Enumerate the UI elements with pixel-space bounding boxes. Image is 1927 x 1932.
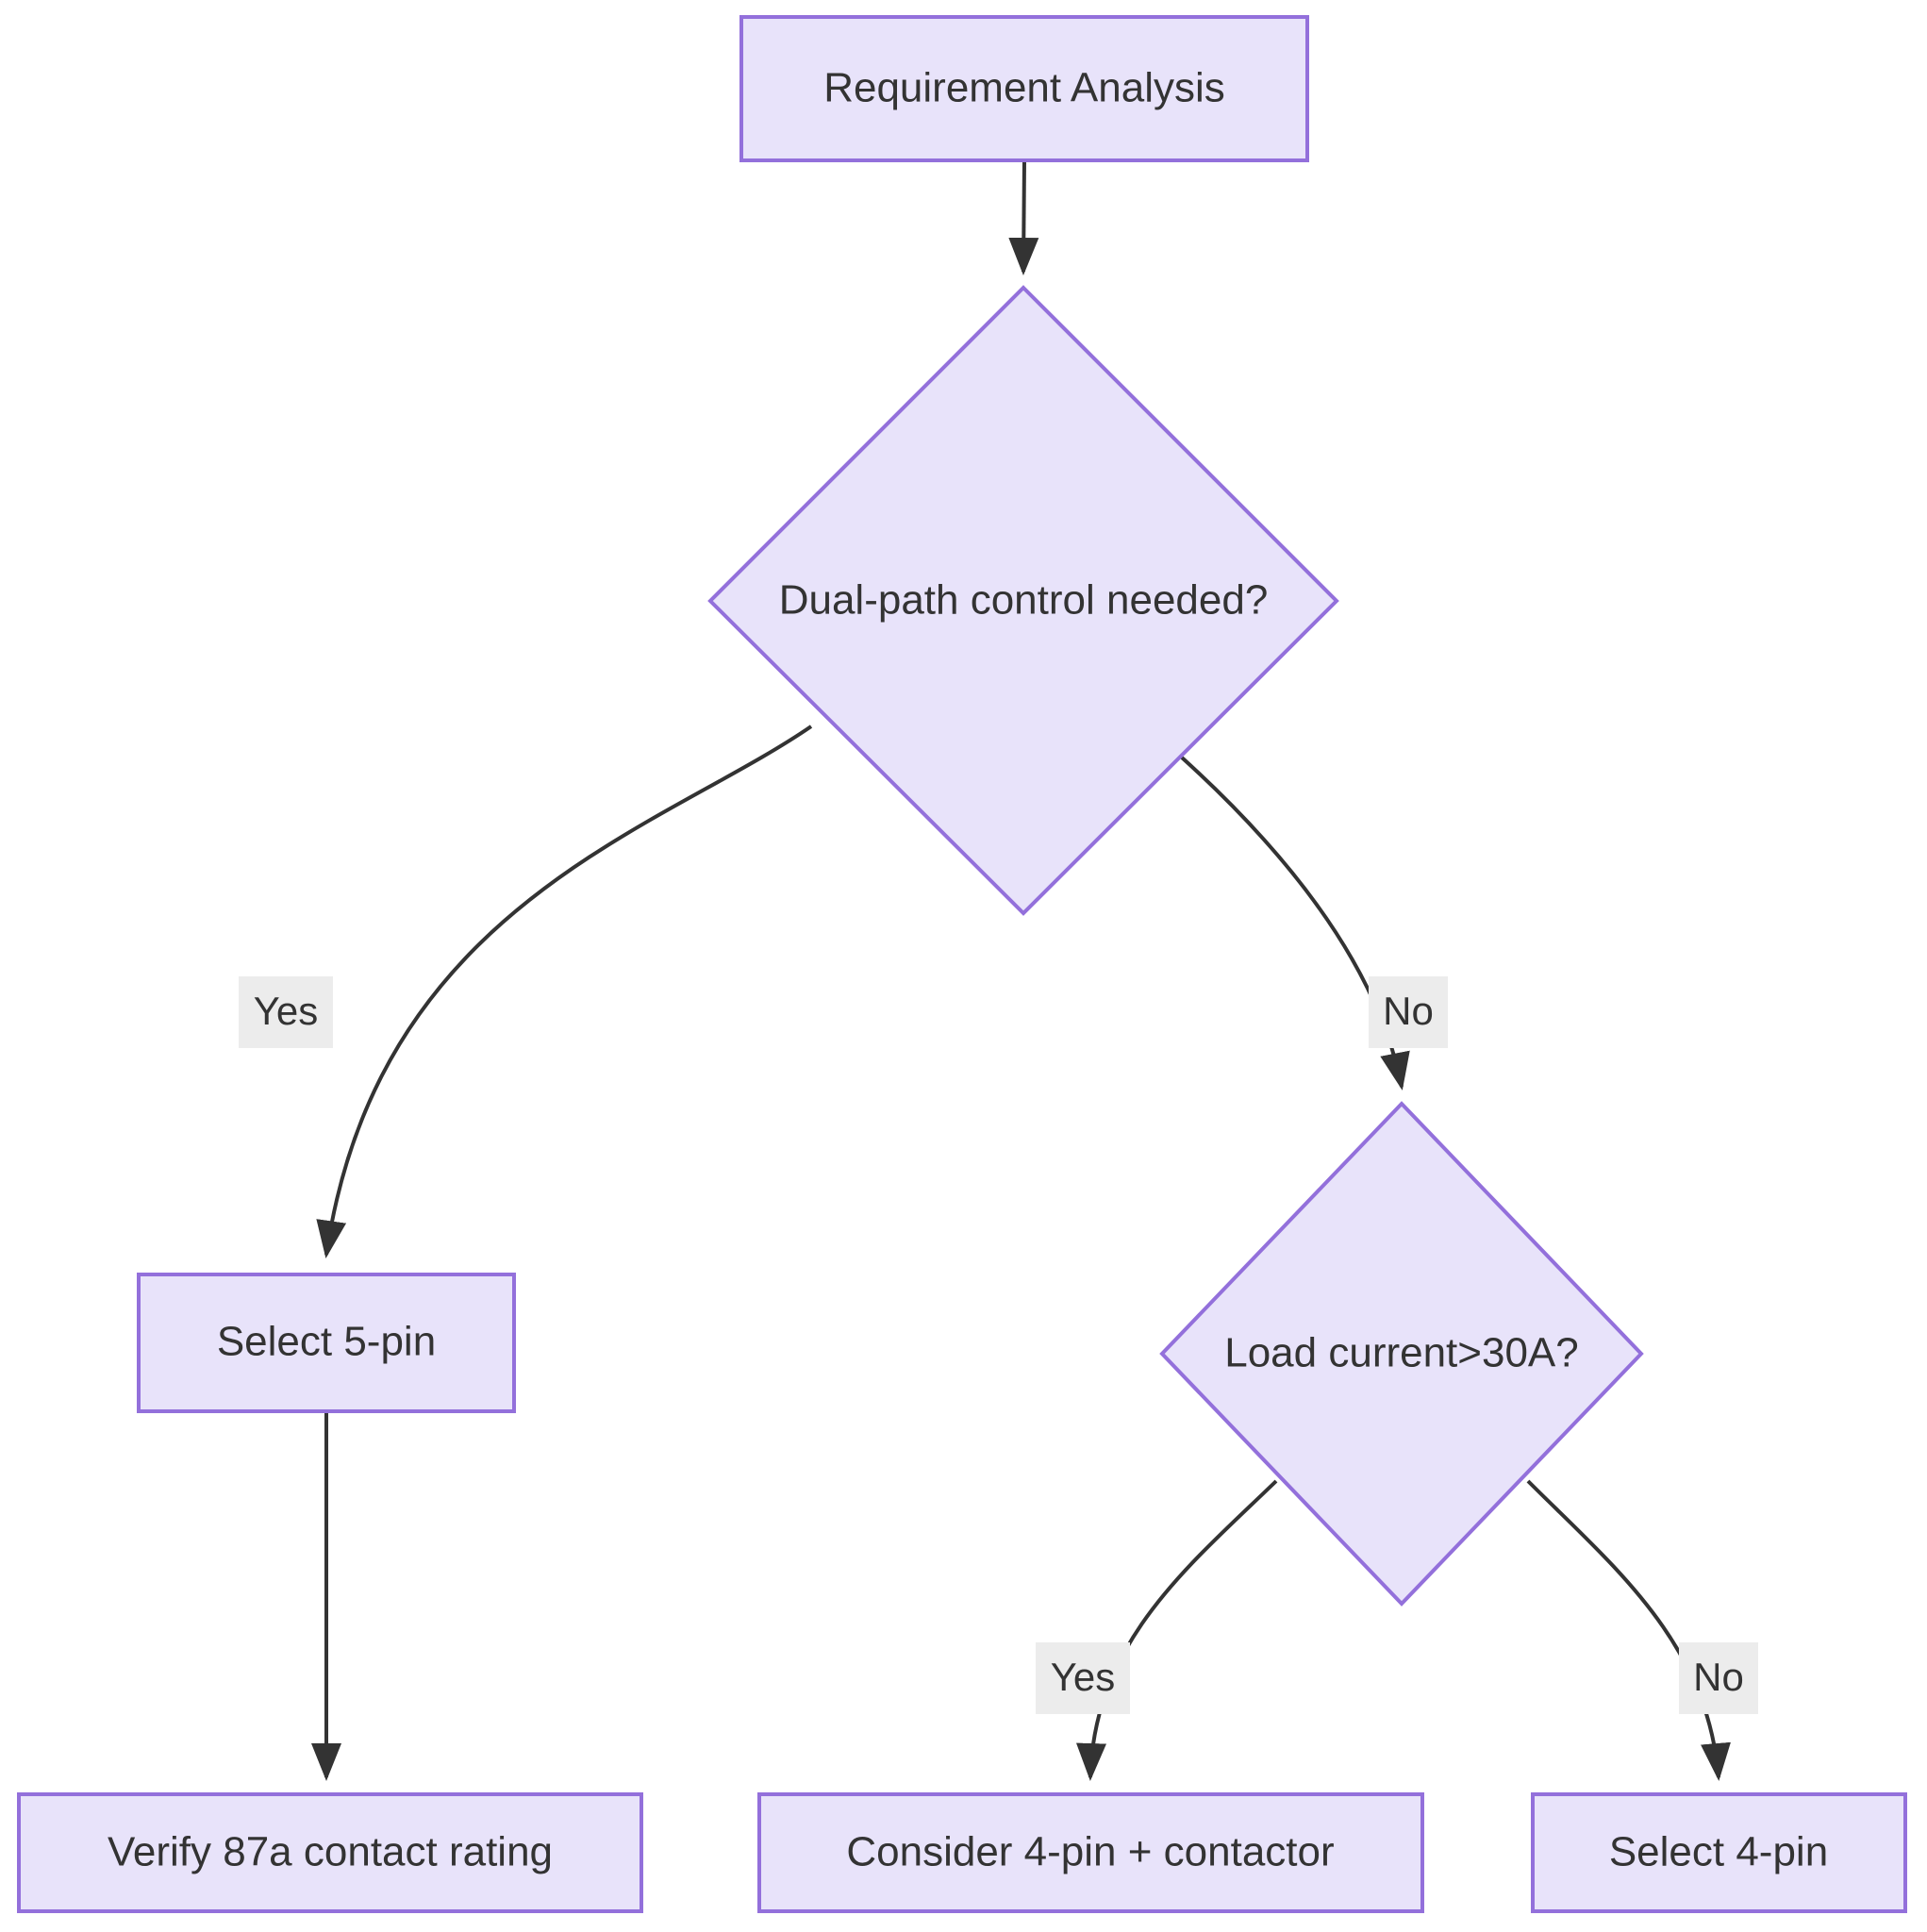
edge-label-no-dual-path-text: No	[1383, 989, 1434, 1033]
node-dual-path-decision-label: Dual-path control needed?	[779, 577, 1269, 624]
edge-label-yes-load-current: Yes	[1036, 1642, 1130, 1714]
node-load-current-decision[interactable]: Load current>30A?	[1159, 1101, 1644, 1607]
node-select-5-pin[interactable]: Select 5-pin	[137, 1273, 516, 1413]
node-consider-4-pin-contactor[interactable]: Consider 4-pin + contactor	[757, 1792, 1424, 1913]
edge-label-yes-load-current-text: Yes	[1051, 1655, 1116, 1699]
edge-loadcurrent-no-to-select4pin	[1526, 1479, 1731, 1781]
edge-label-yes-dual-path-text: Yes	[254, 989, 319, 1033]
node-select-5-pin-label: Select 5-pin	[217, 1319, 436, 1365]
node-dual-path-decision[interactable]: Dual-path control needed?	[707, 285, 1339, 916]
edge-dualpath-yes-to-select5pin	[316, 724, 813, 1258]
node-select-4-pin-label: Select 4-pin	[1609, 1829, 1828, 1875]
node-requirement-analysis-label: Requirement Analysis	[823, 65, 1225, 111]
edge-label-layer: Yes No Yes No	[239, 976, 1758, 1714]
node-verify-87a[interactable]: Verify 87a contact rating	[17, 1792, 643, 1913]
edge-layer	[311, 159, 1731, 1781]
edge-label-no-load-current-text: No	[1693, 1655, 1744, 1699]
edge-label-yes-dual-path: Yes	[239, 976, 333, 1048]
edge-label-no-dual-path: No	[1369, 976, 1448, 1048]
edge-loadcurrent-yes-to-consider4pin	[1076, 1479, 1278, 1781]
node-consider-4-pin-contactor-label: Consider 4-pin + contactor	[846, 1829, 1334, 1875]
node-load-current-decision-label: Load current>30A?	[1224, 1330, 1579, 1376]
node-verify-87a-label: Verify 87a contact rating	[108, 1829, 553, 1875]
edge-requirement-to-dualpath	[1008, 159, 1039, 275]
edge-label-no-load-current: No	[1679, 1642, 1758, 1714]
node-layer: Requirement Analysis Dual-path control n…	[17, 15, 1907, 1913]
node-requirement-analysis[interactable]: Requirement Analysis	[739, 15, 1309, 162]
node-select-4-pin[interactable]: Select 4-pin	[1531, 1792, 1907, 1913]
